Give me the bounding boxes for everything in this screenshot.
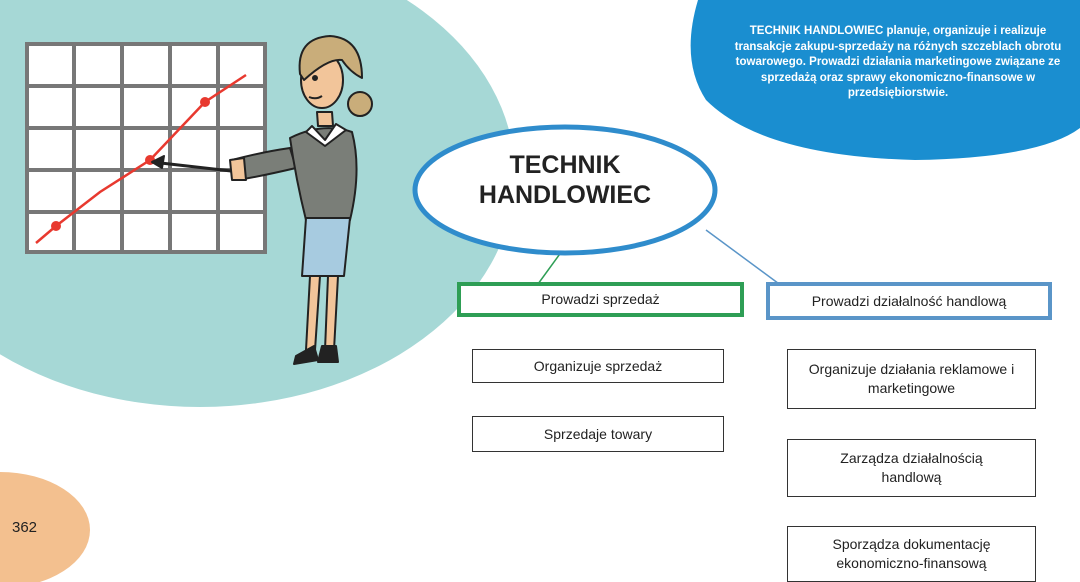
chart-point — [200, 97, 210, 107]
center-title: TECHNIK HANDLOWIEC — [478, 151, 652, 209]
page-number: 362 — [12, 519, 38, 536]
item-advertising-marketing: Organizuje działania reklamowe i marketi… — [787, 349, 1036, 409]
woman-figure — [151, 35, 373, 365]
chart-point — [51, 221, 61, 231]
item-documentation: Sporządza dokumentację ekonomiczno-finan… — [787, 526, 1036, 582]
item-sells-goods: Sprzedaje towary — [472, 416, 724, 452]
center-ellipse — [412, 124, 718, 256]
item-manages-trade: Zarządza działalnością handlową — [787, 439, 1036, 497]
info-blob-text: TECHNIK HANDLOWIEC planuje, organizuje i… — [734, 25, 1062, 99]
connector-green — [537, 250, 563, 285]
info-blob — [690, 0, 1080, 160]
connector-blue — [705, 229, 791, 293]
branch-header-sales: Prowadzi sprzedaż — [457, 282, 744, 317]
page-number-tab — [0, 472, 90, 582]
branch-header-trade: Prowadzi działalność handlową — [766, 282, 1052, 320]
item-organizes-sales: Organizuje sprzedaż — [472, 349, 724, 383]
chart-board — [25, 42, 267, 254]
